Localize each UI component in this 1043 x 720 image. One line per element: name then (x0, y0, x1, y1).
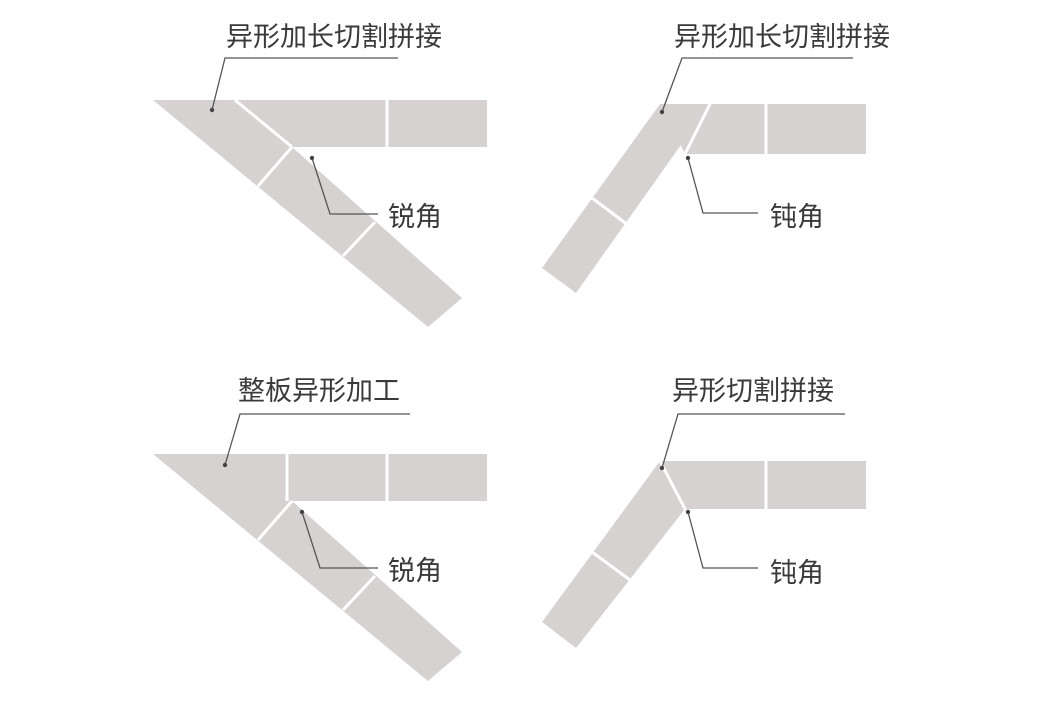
tile-seam (683, 103, 712, 155)
tile-seam (341, 220, 377, 258)
tile-strip-diagonal (542, 104, 710, 293)
panel-obtuse-shaped-splice: 异形切割拼接 钝角 (542, 376, 866, 648)
tile-strip-horizontal (660, 461, 866, 509)
tile-seam (658, 460, 687, 510)
top-label: 异形切割拼接 (672, 376, 834, 407)
tile-strip-horizontal (153, 454, 487, 501)
top-label-leader (224, 413, 410, 466)
angle-label-leader (311, 157, 378, 215)
tile-strip-diagonal (153, 100, 462, 327)
leader-dot (222, 462, 228, 468)
angle-label: 锐角 (388, 556, 442, 587)
leader-dot (299, 509, 305, 515)
panel-acute-extended-splice: 异形加长切割拼接 锐角 (153, 22, 487, 327)
tile-strip-horizontal (153, 100, 487, 147)
angle-label: 钝角 (770, 558, 824, 589)
top-label-leader (211, 57, 398, 111)
tile-strip-diagonal (153, 454, 462, 681)
tile-seam (256, 500, 294, 541)
leader-dot (685, 155, 691, 161)
top-label-leader (661, 57, 853, 113)
angle-label-leader (687, 511, 758, 569)
tile-seam (591, 550, 631, 582)
top-label: 异形加长切割拼接 (226, 22, 442, 53)
leader-dot (659, 109, 665, 115)
angle-label: 钝角 (770, 202, 824, 233)
tile-strip-horizontal (660, 104, 866, 154)
angle-label-leader (301, 511, 378, 569)
leader-dot (209, 107, 215, 113)
angle-label: 锐角 (388, 202, 442, 233)
tile-seam (234, 98, 293, 149)
top-label-leader (661, 413, 845, 469)
tile-seam (256, 146, 294, 187)
leader-dot (685, 509, 691, 515)
panel-acute-whole-slab: 整板异形加工 锐角 (153, 376, 487, 681)
top-label: 异形加长切割拼接 (674, 22, 890, 53)
top-label: 整板异形加工 (238, 376, 400, 407)
tile-strip-diagonal (542, 461, 685, 648)
leader-dot (309, 155, 315, 161)
angle-label-leader (687, 157, 758, 214)
tile-seam (591, 196, 633, 230)
tile-seam (341, 574, 377, 612)
leader-dot (659, 465, 665, 471)
panel-obtuse-extended-splice: 异形加长切割拼接 钝角 (542, 22, 890, 293)
